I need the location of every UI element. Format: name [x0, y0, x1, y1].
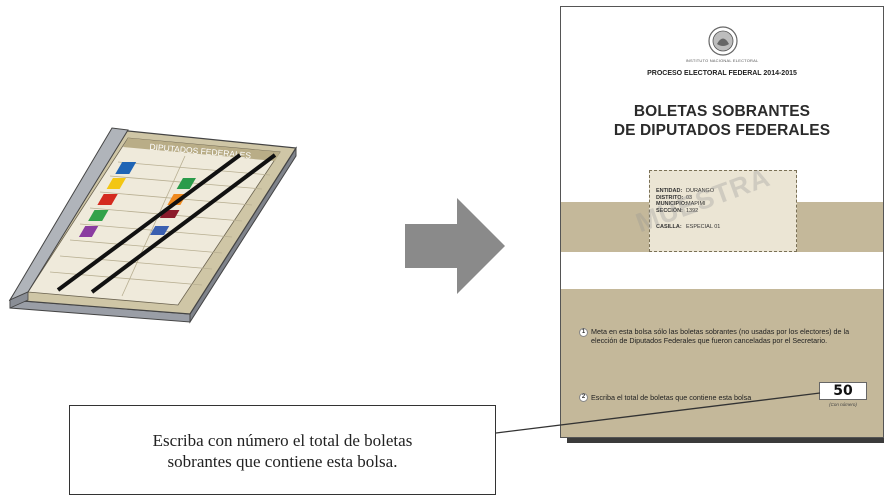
entidad-label: ENTIDAD: — [656, 188, 683, 194]
ballot-count-field: 50 — [819, 382, 867, 400]
callout-line-2: sobrantes que contiene esta bolsa. — [167, 452, 398, 471]
cancel-line-1 — [56, 153, 242, 292]
municipio-label: MUNICIPIO: — [656, 201, 687, 208]
right-arrow-icon — [405, 198, 505, 294]
seccion-value: 1392 — [686, 207, 699, 214]
step-2-badge: 2 — [579, 393, 588, 402]
ballot-pad-illustration: DIPUTADOS FEDERALES — [8, 127, 298, 324]
electoral-process-label: PROCESO ELECTORAL FEDERAL 2014-2015 — [647, 70, 797, 77]
instructions-panel — [561, 289, 883, 437]
instruction-callout: Escriba con número el total de boletas s… — [69, 405, 496, 495]
envelope-title-line2: DE DIPUTADOS FEDERALES — [613, 122, 831, 139]
step-2-text: Escriba el total de boletas que contiene… — [591, 393, 752, 402]
distrito-label: DISTRITO: — [656, 194, 684, 201]
municipio-value: MAPIMI — [686, 201, 706, 208]
step-1-badge: 1 — [579, 328, 588, 337]
distrito-value: 03 — [686, 194, 693, 201]
national-emblem-icon — [708, 26, 738, 56]
casilla-data-box: ENTIDAD:DURANGO DISTRITO:03 MUNICIPIO:MA… — [649, 170, 797, 252]
envelope-sobrantes: INSTITUTO NACIONAL ELECTORAL PROCESO ELE… — [560, 6, 884, 438]
casilla-value: ESPECIAL 01 — [686, 224, 721, 231]
envelope-title-line1: BOLETAS SOBRANTES — [633, 103, 811, 120]
callout-line-1: Escriba con número el total de boletas — [152, 431, 413, 450]
institute-name: INSTITUTO NACIONAL ELECTORAL — [685, 58, 759, 63]
cancel-line-2 — [90, 153, 277, 294]
entidad-value: DURANGO — [686, 188, 715, 194]
seccion-label: SECCIÓN: — [656, 207, 683, 214]
casilla-label: CASILLA: — [656, 224, 682, 231]
step-1-text: Meta en esta bolsa sólo las boletas sobr… — [591, 327, 850, 346]
ballot-count-caption: (Con número) — [829, 402, 857, 407]
